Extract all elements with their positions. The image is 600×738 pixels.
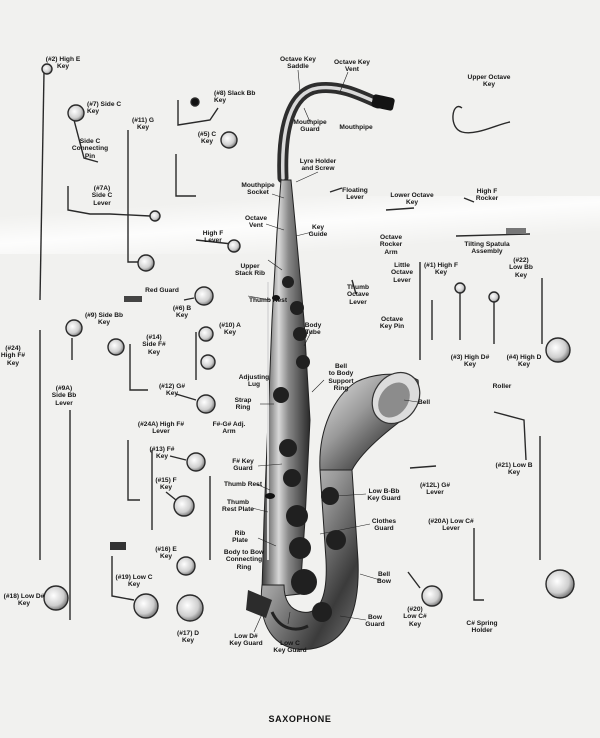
label-low-bb-key: (#22) Low Bb Key [509, 257, 533, 279]
label-octave-key-vent-top: Octave Key Vent [334, 59, 370, 74]
label-g-key: (#11) G Key [132, 117, 154, 132]
label-strap-ring: Strap Ring [234, 397, 252, 412]
label-g-sharp-lever: (#12L) G# Lever [419, 482, 451, 497]
label-octave-rocker-arm: Octave Rocker Arm [379, 234, 403, 256]
label-lower-octave-key: Lower Octave Key [390, 192, 434, 207]
thumb-rest-shape [265, 493, 275, 499]
paper-crease [0, 196, 600, 254]
label-high-f-key: (#1) High F Key [423, 262, 459, 277]
label-b-key: (#6) B Key [172, 305, 192, 320]
label-high-f-sharp-key: (#24) High F# Key [0, 345, 26, 367]
label-slack-bb-key: (#8) Slack Bb Key [214, 90, 256, 105]
label-d-key: (#17) D Key [177, 630, 199, 645]
label-roller: Roller [492, 383, 512, 390]
label-high-d-key: (#4) High D Key [506, 354, 542, 369]
label-clothes-guard: Clothes Guard [371, 518, 397, 533]
label-e-key: (#16) E Key [155, 546, 177, 561]
label-mouthpipe-guard: Mouthpipe Guard [293, 119, 327, 134]
label-bell: Bell [417, 399, 431, 406]
label-octave-vent: Octave Vent [245, 215, 267, 230]
label-key-guide: Key Guide [308, 224, 328, 239]
label-f-sharp-key-guard: F# Key Guard [232, 458, 254, 473]
label-upper-octave-key: Upper Octave Key [467, 74, 511, 89]
label-low-c-key-guard: Low C Key Guard [273, 640, 307, 655]
label-side-f-sharp-key: (#14) Side F# Key [142, 334, 166, 356]
body-tube-shape [261, 179, 311, 597]
detached-parts [39, 63, 575, 622]
label-a-key: (#10) A Key [219, 322, 241, 337]
label-low-b-key: (#21) Low B Key [495, 462, 533, 477]
label-f-key: (#15) F Key [155, 477, 177, 492]
label-bow-guard: Bow Guard [365, 614, 385, 629]
label-rib-plate: Rib Plate [232, 530, 248, 545]
label-little-octave-lever: Little Octave Lever [391, 262, 413, 284]
label-lyre-holder: Lyre Holder and Screw [299, 158, 337, 173]
label-low-c-sharp-lever: (#20A) Low C# Lever [428, 518, 474, 533]
label-octave-key-pin: Octave Key Pin [379, 316, 405, 331]
label-thumb-rest-lower: Thumb Rest [223, 481, 263, 488]
figure-caption: SAXOPHONE [268, 714, 332, 724]
label-thumb-rest-plate: Thumb Rest Plate [222, 499, 254, 514]
mouthpiece-cork [371, 94, 395, 111]
label-side-c-connecting-pin: Side C Connecting Pin [71, 138, 109, 160]
label-bell-to-body-ring: Bell to Body Support Ring [328, 363, 354, 393]
label-high-f-lever: High F Lever [202, 230, 224, 245]
bow-shape [260, 469, 359, 651]
label-f-sharp-g-sharp-arm: F#-G# Adj. Arm [212, 421, 246, 436]
label-low-c-sharp-key: (#20) Low C# Key [403, 606, 427, 628]
label-upper-stack-rib: Upper Stack Rib [234, 263, 266, 278]
label-side-bb-key: (#9) Side Bb Key [84, 312, 124, 327]
label-side-bb-lever: (#9A) Side Bb Lever [51, 385, 77, 407]
label-body-to-bow-ring: Body to Bow Connecting Ring [223, 549, 265, 571]
label-thumb-rest-upper: Thumb Rest [248, 297, 288, 304]
label-thumb-octave-lever: Thumb Octave Lever [347, 284, 369, 306]
label-high-d-sharp-key: (#3) High D# Key [450, 354, 490, 369]
label-low-d-sharp-key-guard: Low D# Key Guard [229, 633, 263, 648]
label-mouthpipe: Mouthpipe [339, 124, 373, 131]
body-key-cups [273, 276, 346, 622]
label-side-c-key: (#7) Side C Key [87, 101, 122, 116]
label-f-sharp-key: (#13) F# Key [149, 446, 175, 461]
label-high-f-rocker: High F Rocker [475, 188, 499, 203]
label-high-f-sharp-lever: (#24A) High F# Lever [137, 421, 185, 436]
label-c-key: (#5) C Key [197, 131, 217, 146]
label-red-guard: Red Guard [145, 287, 179, 294]
label-low-c-key: (#19) Low C Key [115, 574, 153, 589]
label-body-tube: Body Tube [304, 322, 322, 337]
label-tilting-spatula: Tilting Spatula Assembly [464, 241, 510, 256]
label-low-d-sharp-key: (#18) Low D# Key [3, 593, 45, 608]
label-g-sharp-key: (#12) G# Key [158, 383, 186, 398]
label-adjusting-lug: Adjusting Lug [238, 374, 270, 389]
label-octave-key-saddle: Octave Key Saddle [280, 56, 316, 71]
label-c-sharp-spring-holder: C# Spring Holder [466, 620, 498, 635]
label-floating-lever: Floating Lever [342, 187, 368, 202]
saxophone-body [246, 81, 421, 651]
leader-lines [247, 69, 419, 633]
label-mouthpipe-socket: Mouthpipe Socket [241, 182, 275, 197]
label-low-b-bb-key-guard: Low B-Bb Key Guard [367, 488, 401, 503]
label-high-e-key: (#2) High E Key [45, 56, 81, 71]
label-bell-bow: Bell Bow [377, 571, 391, 586]
label-side-c-lever: (#7A) Side C Lever [91, 185, 113, 207]
